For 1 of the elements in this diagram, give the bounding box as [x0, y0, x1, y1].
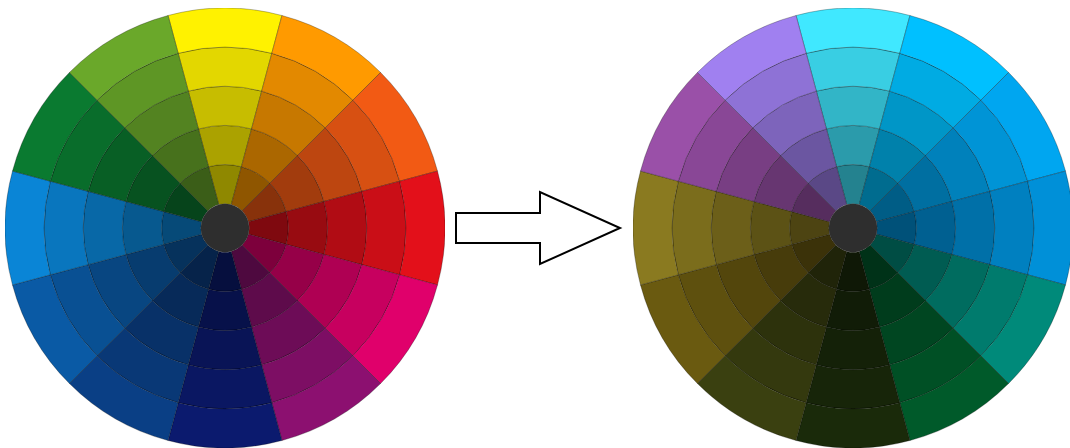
- block-arrow: [455, 190, 623, 266]
